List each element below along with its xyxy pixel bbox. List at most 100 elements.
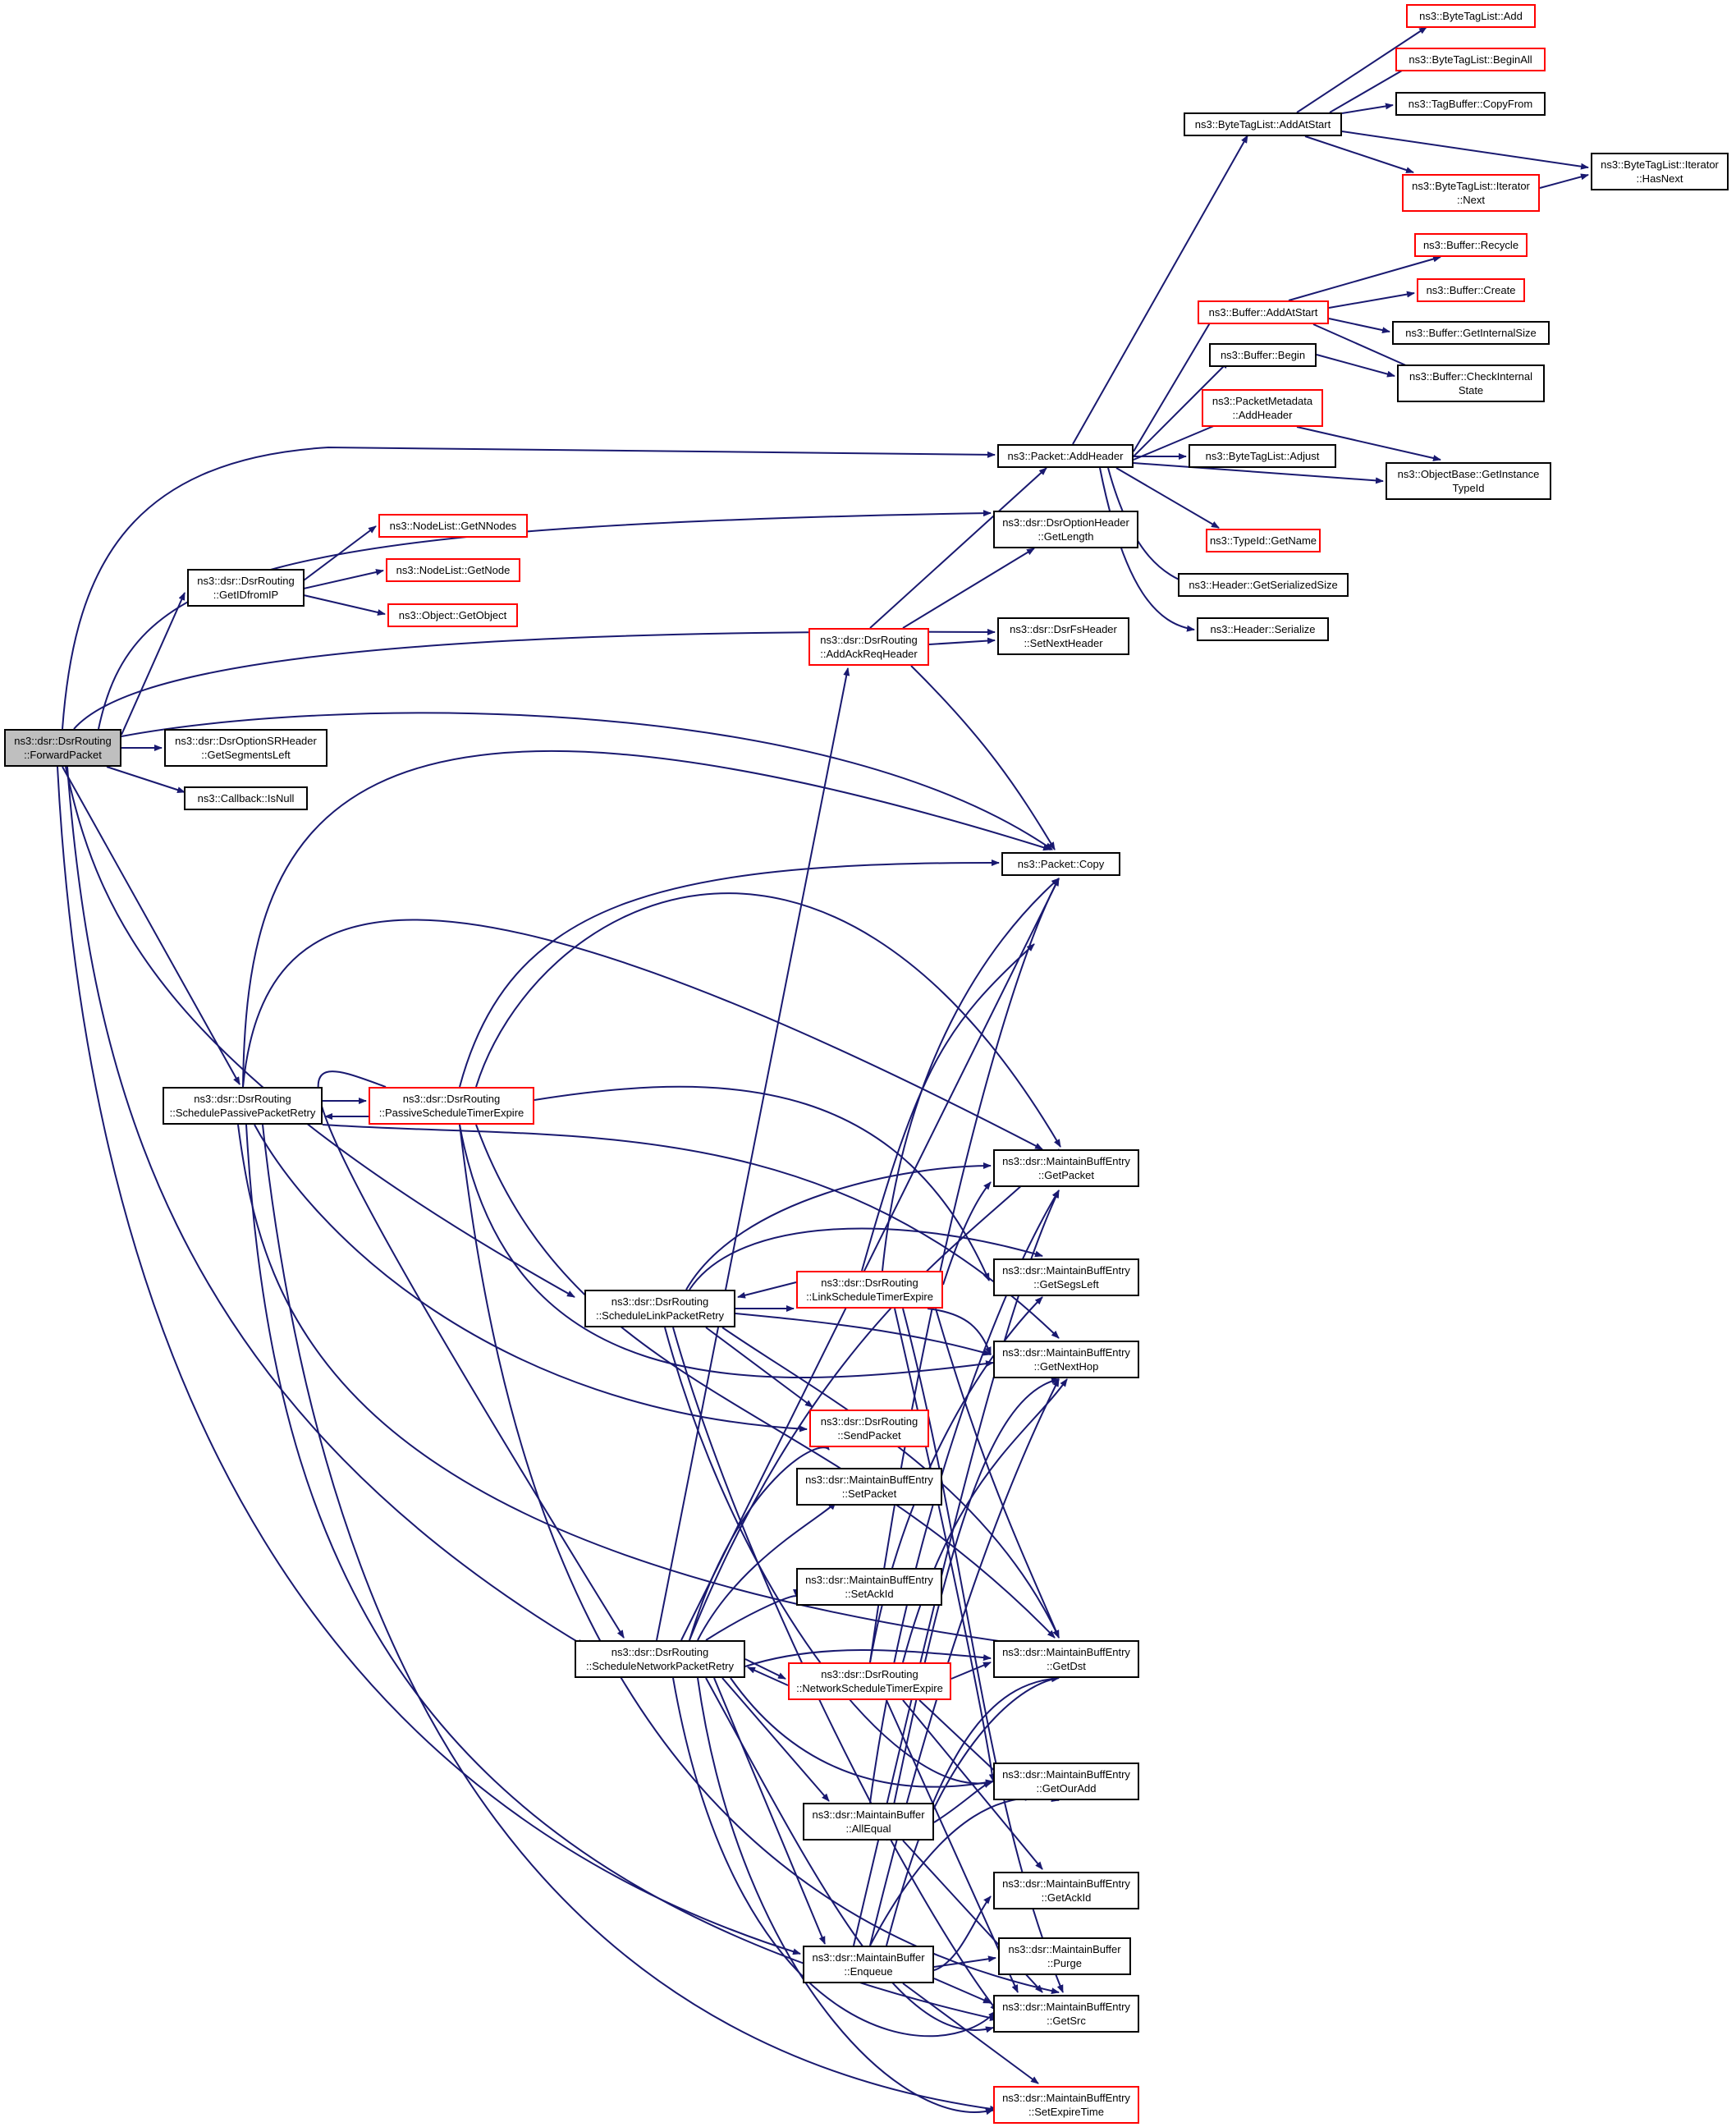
call-edge [672, 1327, 998, 2012]
node-get-our-add[interactable]: ns3::dsr::MaintainBuffEntry ::GetOurAdd [993, 1763, 1139, 1800]
call-edge [705, 1677, 994, 2033]
node-fs-header-set-next-header[interactable]: ns3::dsr::DsrFsHeader ::SetNextHeader [997, 617, 1129, 655]
node-callback-is-null[interactable]: ns3::Callback::IsNull [184, 786, 308, 810]
node-schedule-passive-packet-retry[interactable]: ns3::dsr::DsrRouting ::SchedulePassivePa… [163, 1087, 323, 1125]
call-edge [697, 1677, 994, 2116]
node-enqueue[interactable]: ns3::dsr::MaintainBuffer ::Enqueue [803, 1946, 934, 1983]
call-edge [737, 1281, 797, 1299]
call-edge [747, 1666, 789, 1686]
node-get-segments-left[interactable]: ns3::dsr::DsrOptionSRHeader ::GetSegment… [164, 729, 328, 767]
node-packet-add-header[interactable]: ns3::Packet::AddHeader [997, 444, 1134, 468]
node-set-ack-id[interactable]: ns3::dsr::MaintainBuffEntry ::SetAckId [796, 1568, 942, 1606]
node-forward-packet[interactable]: ns3::dsr::DsrRouting ::ForwardPacket [4, 729, 121, 767]
node-buffer-add-at-start[interactable]: ns3::Buffer::AddAtStart [1198, 300, 1329, 324]
node-get-dst[interactable]: ns3::dsr::MaintainBuffEntry ::GetDst [993, 1640, 1139, 1678]
node-set-expire-time[interactable]: ns3::dsr::MaintainBuffEntry ::SetExpireT… [993, 2086, 1139, 2124]
call-edge [1539, 173, 1589, 189]
node-passive-schedule-timer-expire[interactable]: ns3::dsr::DsrRouting ::PassiveScheduleTi… [369, 1087, 534, 1125]
node-byte-tag-list-adjust[interactable]: ns3::ByteTagList::Adjust [1189, 444, 1336, 468]
node-buffer-get-internal-size[interactable]: ns3::Buffer::GetInternalSize [1392, 321, 1550, 345]
node-header-serialize[interactable]: ns3::Header::Serialize [1197, 617, 1329, 641]
node-get-src[interactable]: ns3::dsr::MaintainBuffEntry ::GetSrc [993, 1995, 1139, 2033]
node-buffer-begin[interactable]: ns3::Buffer::Begin [1209, 343, 1317, 367]
call-edge [1288, 255, 1441, 301]
node-iterator-next[interactable]: ns3::ByteTagList::Iterator ::Next [1402, 174, 1540, 212]
call-edge [1341, 103, 1394, 114]
call-edge [1304, 135, 1414, 173]
node-byte-tag-list-begin-all[interactable]: ns3::ByteTagList::BeginAll [1395, 48, 1546, 71]
call-edge [933, 1896, 992, 1971]
node-packet-add-header-label: ns3::Packet::AddHeader [1007, 450, 1124, 462]
node-get-our-add-label: ::GetOurAdd [1036, 1782, 1097, 1795]
node-header-get-serialized-size[interactable]: ns3::Header::GetSerializedSize [1178, 573, 1349, 597]
call-edge [950, 1662, 992, 1680]
call-edge [721, 1677, 830, 1802]
node-get-packet[interactable]: ns3::dsr::MaintainBuffEntry ::GetPacket [993, 1149, 1139, 1187]
node-send-packet[interactable]: ns3::dsr::DsrRouting ::SendPacket [809, 1410, 929, 1447]
node-byte-tag-list-add-label: ns3::ByteTagList::Add [1419, 10, 1523, 22]
node-get-ack-id-label: ::GetAckId [1041, 1891, 1092, 1904]
node-set-ack-id-label: ns3::dsr::MaintainBuffEntry [805, 1574, 933, 1586]
node-byte-tag-list-add-at-start-label: ns3::ByteTagList::AddAtStart [1194, 118, 1331, 131]
node-get-next-hop[interactable]: ns3::dsr::MaintainBuffEntry ::GetNextHop [993, 1341, 1139, 1378]
node-buffer-check-internal-state-label: ns3::Buffer::CheckInternal [1408, 370, 1533, 383]
node-get-our-add-label: ns3::dsr::MaintainBuffEntry [1002, 1768, 1130, 1781]
call-edge [62, 766, 240, 1085]
node-get-segs-left-label: ::GetSegsLeft [1033, 1278, 1099, 1290]
node-network-schedule-timer-expire[interactable]: ns3::dsr::DsrRouting ::NetworkScheduleTi… [788, 1662, 951, 1700]
node-packet-metadata-add-header[interactable]: ns3::PacketMetadata ::AddHeader [1202, 389, 1323, 427]
call-edge [933, 1781, 992, 1823]
node-nodelist-get-node[interactable]: ns3::NodeList::GetNode [386, 558, 520, 582]
node-buffer-create[interactable]: ns3::Buffer::Create [1417, 278, 1525, 302]
node-buffer-recycle[interactable]: ns3::Buffer::Recycle [1414, 233, 1528, 257]
node-buffer-check-internal-state[interactable]: ns3::Buffer::CheckInternal State [1397, 364, 1545, 402]
node-schedule-link-packet-retry-label: ::ScheduleLinkPacketRetry [595, 1309, 725, 1322]
node-byte-tag-list-add[interactable]: ns3::ByteTagList::Add [1406, 4, 1536, 28]
node-get-ack-id[interactable]: ns3::dsr::MaintainBuffEntry ::GetAckId [993, 1872, 1139, 1909]
node-schedule-network-packet-retry[interactable]: ns3::dsr::DsrRouting ::ScheduleNetworkPa… [575, 1640, 745, 1678]
node-get-src-label: ns3::dsr::MaintainBuffEntry [1002, 2001, 1130, 2013]
call-edge [882, 878, 1060, 1272]
call-edge [689, 1227, 1043, 1290]
node-get-id-from-ip[interactable]: ns3::dsr::DsrRouting ::GetIDfromIP [187, 569, 305, 607]
node-nodelist-get-n-nodes[interactable]: ns3::NodeList::GetNNodes [378, 514, 528, 538]
node-get-id-from-ip-label: ns3::dsr::DsrRouting [197, 575, 295, 587]
node-packet-copy[interactable]: ns3::Packet::Copy [1001, 852, 1120, 876]
node-get-next-hop-label: ::GetNextHop [1033, 1360, 1099, 1373]
call-edge [1099, 467, 1195, 632]
node-iterator-has-next[interactable]: ns3::ByteTagList::Iterator ::HasNext [1591, 153, 1729, 190]
node-header-serialize-label: ns3::Header::Serialize [1210, 623, 1316, 635]
node-option-header-get-length[interactable]: ns3::dsr::DsrOptionHeader ::GetLength [993, 511, 1138, 548]
call-edge [721, 1327, 1060, 1639]
node-set-packet[interactable]: ns3::dsr::MaintainBuffEntry ::SetPacket [796, 1468, 942, 1506]
node-purge[interactable]: ns3::dsr::MaintainBuffer ::Purge [998, 1937, 1131, 1975]
call-edge [689, 1148, 1060, 1641]
node-get-segs-left[interactable]: ns3::dsr::MaintainBuffEntry ::GetSegsLef… [993, 1258, 1139, 1296]
node-object-base-get-instance-type-id[interactable]: ns3::ObjectBase::GetInstance TypeId [1386, 462, 1551, 500]
node-link-schedule-timer-expire-label: ::LinkScheduleTimerExpire [806, 1290, 933, 1303]
call-edge [245, 1124, 998, 2021]
node-type-id-get-name[interactable]: ns3::TypeId::GetName [1206, 529, 1321, 552]
node-tag-buffer-copy-from[interactable]: ns3::TagBuffer::CopyFrom [1395, 92, 1546, 116]
node-get-ack-id-label: ns3::dsr::MaintainBuffEntry [1002, 1877, 1130, 1890]
node-byte-tag-list-adjust-label: ns3::ByteTagList::Adjust [1205, 450, 1320, 462]
node-byte-tag-list-add-at-start[interactable]: ns3::ByteTagList::AddAtStart [1184, 112, 1342, 136]
node-get-segments-left-label: ns3::dsr::DsrOptionSRHeader [175, 735, 317, 747]
call-edge [1133, 462, 1384, 484]
call-edge [1072, 135, 1248, 445]
node-packet-metadata-add-header-label: ns3::PacketMetadata [1212, 395, 1313, 407]
node-get-packet-label: ns3::dsr::MaintainBuffEntry [1002, 1155, 1130, 1167]
node-add-ack-req-header[interactable]: ns3::dsr::DsrRouting ::AddAckReqHeader [808, 628, 929, 666]
node-byte-tag-list-begin-all-label: ns3::ByteTagList::BeginAll [1408, 53, 1532, 66]
node-schedule-link-packet-retry[interactable]: ns3::dsr::DsrRouting ::ScheduleLinkPacke… [584, 1290, 735, 1327]
node-object-get-object[interactable]: ns3::Object::GetObject [387, 603, 518, 627]
node-iterator-next-label: ::Next [1457, 194, 1485, 206]
node-object-base-get-instance-type-id-label: ns3::ObjectBase::GetInstance [1397, 468, 1540, 480]
node-link-schedule-timer-expire[interactable]: ns3::dsr::DsrRouting ::LinkScheduleTimer… [796, 1271, 943, 1309]
node-all-equal[interactable]: ns3::dsr::MaintainBuffer ::AllEqual [803, 1803, 934, 1840]
node-forward-packet-label: ::ForwardPacket [24, 749, 102, 761]
call-edge [303, 594, 386, 616]
node-send-packet-label: ::SendPacket [837, 1429, 901, 1442]
call-edge [1328, 291, 1415, 309]
